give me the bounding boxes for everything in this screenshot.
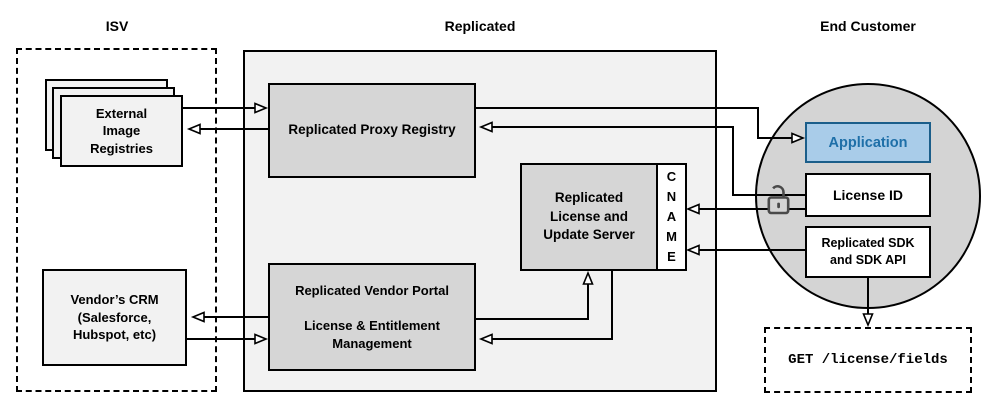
vendors-crm-node: Vendor’s CRM (Salesforce, Hubspot, etc) <box>42 269 187 366</box>
proxy-registry-node: Replicated Proxy Registry <box>268 83 476 178</box>
arrowhead-down <box>862 313 874 328</box>
replicated-section-label: Replicated <box>444 18 516 34</box>
get-license-fields-label: GET /license/fields <box>788 352 948 368</box>
vendor-portal-node: Replicated Vendor Portal License & Entit… <box>268 263 476 371</box>
application-node: Application <box>805 122 931 163</box>
get-license-fields-box: GET /license/fields <box>764 327 972 393</box>
replicated-sdk-node: Replicated SDK and SDK API <box>805 226 931 278</box>
license-id-node: License ID <box>805 173 931 217</box>
external-image-registries-node: External Image Registries <box>60 95 183 167</box>
isv-section-label: ISV <box>105 18 129 34</box>
end-customer-section-label: End Customer <box>820 18 916 34</box>
license-update-server-label: Replicated License and Update Server <box>522 165 656 269</box>
license-update-server-node: Replicated License and Update Server C N… <box>520 163 687 271</box>
cname-strip: C N A M E <box>656 165 685 269</box>
